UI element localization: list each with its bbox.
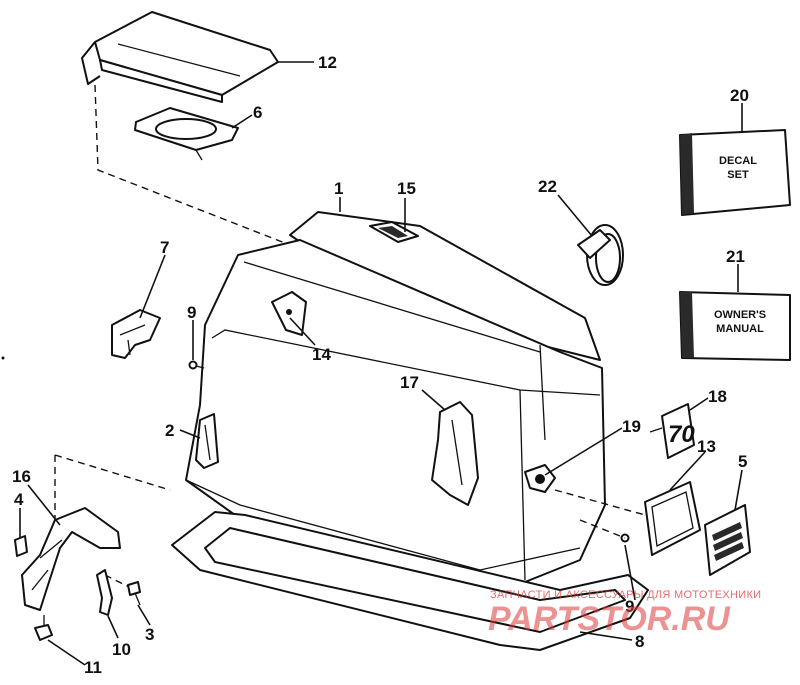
callout-20: 20 xyxy=(730,86,749,105)
part-15-latch xyxy=(369,221,419,243)
stray-mark xyxy=(1,356,5,360)
part-4-clip xyxy=(14,535,28,557)
part-6-gasket xyxy=(134,107,239,161)
callout-4: 4 xyxy=(14,490,24,509)
assembly-line-13 xyxy=(554,489,646,516)
callout-22: 22 xyxy=(538,177,557,196)
part-17-side-handle xyxy=(431,401,479,506)
part-18-badge: 70 xyxy=(649,403,695,459)
part-7-bracket xyxy=(111,309,161,359)
callout-2: 2 xyxy=(165,421,174,440)
callout-11: 11 xyxy=(84,658,102,677)
callout-6: 6 xyxy=(253,103,262,122)
callout-19: 19 xyxy=(622,417,641,436)
part-19-grommet xyxy=(524,464,556,493)
callout-18: 18 xyxy=(708,387,727,406)
part-14-decal xyxy=(271,291,307,336)
part-20-decal-set-box: DECAL SET xyxy=(679,129,791,216)
leader-lines xyxy=(19,61,743,666)
part-10-strap xyxy=(96,569,113,616)
callout-9-lower: 9 xyxy=(625,597,634,616)
callout-1: 1 xyxy=(334,179,343,198)
callout-5: 5 xyxy=(738,452,747,471)
part-9-screw-upper xyxy=(188,360,205,370)
callout-16: 16 xyxy=(12,467,31,486)
watermark: ЗАПЧАСТИ И АКСЕССУАРЫ ДЛЯ МОТОТЕХНИКИ PA… xyxy=(488,589,761,638)
callout-21: 21 xyxy=(726,247,745,266)
callout-13: 13 xyxy=(697,437,716,456)
part-5-vent-grille xyxy=(704,504,751,576)
part-16-lower-bracket xyxy=(21,507,121,611)
callout-labels: 12 6 1 15 22 20 21 7 9 14 17 2 19 18 13 … xyxy=(12,53,749,677)
callout-12: 12 xyxy=(318,53,337,72)
manual-box-line1: OWNER'S xyxy=(714,309,766,321)
callout-14: 14 xyxy=(312,345,331,364)
part-11-fastener xyxy=(34,615,53,641)
manual-box-line2: MANUAL xyxy=(716,323,764,335)
part-21-owners-manual-box: OWNER'S MANUAL xyxy=(679,291,791,361)
callout-17: 17 xyxy=(400,373,419,392)
assembly-line-12 xyxy=(94,84,291,246)
watermark-logo: PARTSTOR.RU xyxy=(488,600,731,638)
callout-3: 3 xyxy=(145,625,154,644)
part-8-seal-ring xyxy=(171,511,649,651)
badge-text: 70 xyxy=(668,421,695,448)
callout-10: 10 xyxy=(112,640,131,659)
decal-box-line2: SET xyxy=(727,169,749,181)
callout-15: 15 xyxy=(397,179,416,198)
part-3-bolt xyxy=(127,581,141,606)
decal-box-line1: DECAL xyxy=(719,155,757,167)
callout-8: 8 xyxy=(635,632,644,651)
part-13-plate xyxy=(644,481,701,556)
callout-7: 7 xyxy=(160,238,169,257)
watermark-tagline: ЗАПЧАСТИ И АКСЕССУАРЫ ДЛЯ МОТОТЕХНИКИ xyxy=(490,589,761,601)
part-12-top-cover xyxy=(81,11,279,103)
part-22-cable xyxy=(577,224,624,286)
assembly-line-9 xyxy=(579,519,626,539)
callout-9-upper: 9 xyxy=(187,303,196,322)
part-2-side-seal xyxy=(195,413,219,469)
